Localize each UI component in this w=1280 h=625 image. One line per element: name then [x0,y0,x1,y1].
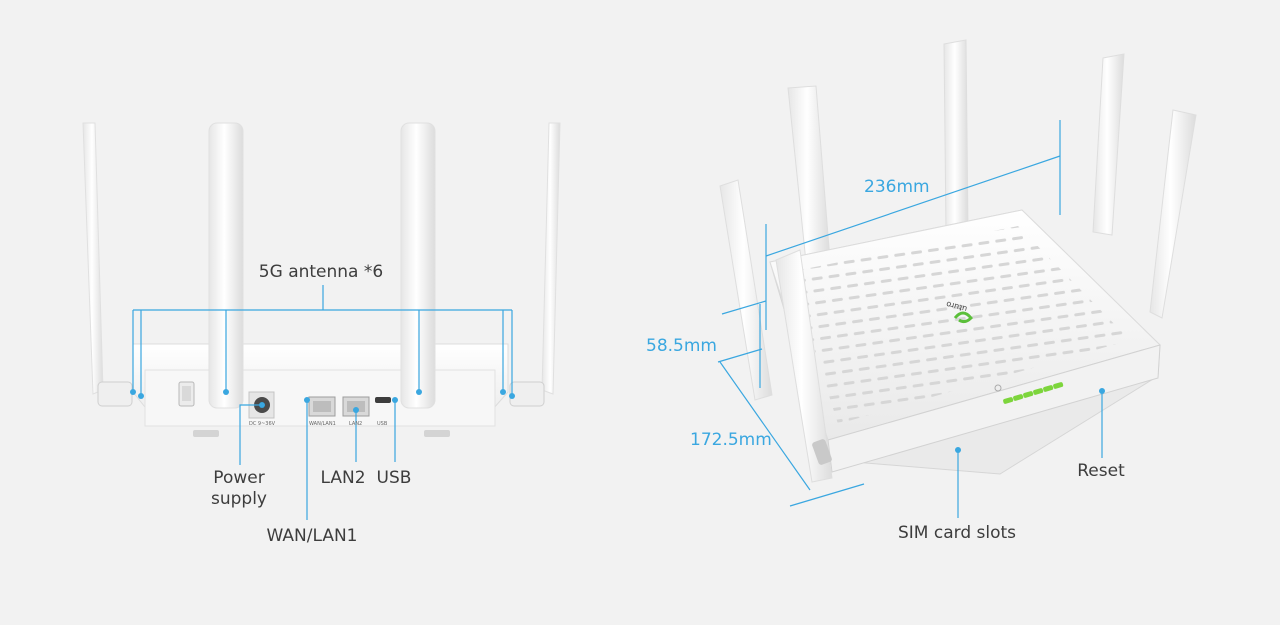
depth-dimension: 172.5mm [690,430,772,450]
hinge-left [97,381,133,407]
dimension-lines [717,120,1103,518]
sim-slots-label: SIM card slots [897,523,1017,543]
brand-logo-swoosh [953,311,974,324]
angled-vents [790,226,1130,424]
height-dimension: 58.5mm [646,336,717,356]
hinge-right [509,381,545,407]
status-leds [1003,382,1064,404]
antenna-label: 5G antenna *6 [258,262,384,282]
hinge-front [812,439,832,465]
antenna-inner-right [400,122,436,409]
antenna-inner-left [208,122,244,409]
antenna-back-2 [1092,53,1125,236]
rear-view-router [82,122,561,437]
wan-port-mark: WAN/LAN1 [309,421,336,427]
foot-left [193,430,219,437]
rear-callout-lines [132,285,513,520]
usb-label: USB [376,468,412,488]
antenna-back-3 [1149,109,1197,319]
antenna-back-1 [943,39,969,233]
foot-right [424,430,450,437]
reset-label: Reset [1077,461,1125,481]
antenna-front-left [719,179,773,401]
angled-view-router [719,39,1197,483]
usb-port [375,397,391,403]
rear-callout-dots [130,389,515,413]
antenna-outer-right [541,122,561,395]
wan-lan1-label: WAN/LAN1 [266,526,358,546]
usb-port-mark: USB [377,421,388,427]
dc-port-mark: DC 9~36V [249,421,276,427]
lan2-label: LAN2 [320,468,366,488]
width-dimension: 236mm [864,177,930,197]
lan2-port-mark: LAN2 [349,421,363,427]
angled-callout-dots [955,388,1105,453]
status-icons [994,384,1002,392]
antenna-front-mid [775,249,833,483]
power-supply-label: Power supply [211,468,267,509]
